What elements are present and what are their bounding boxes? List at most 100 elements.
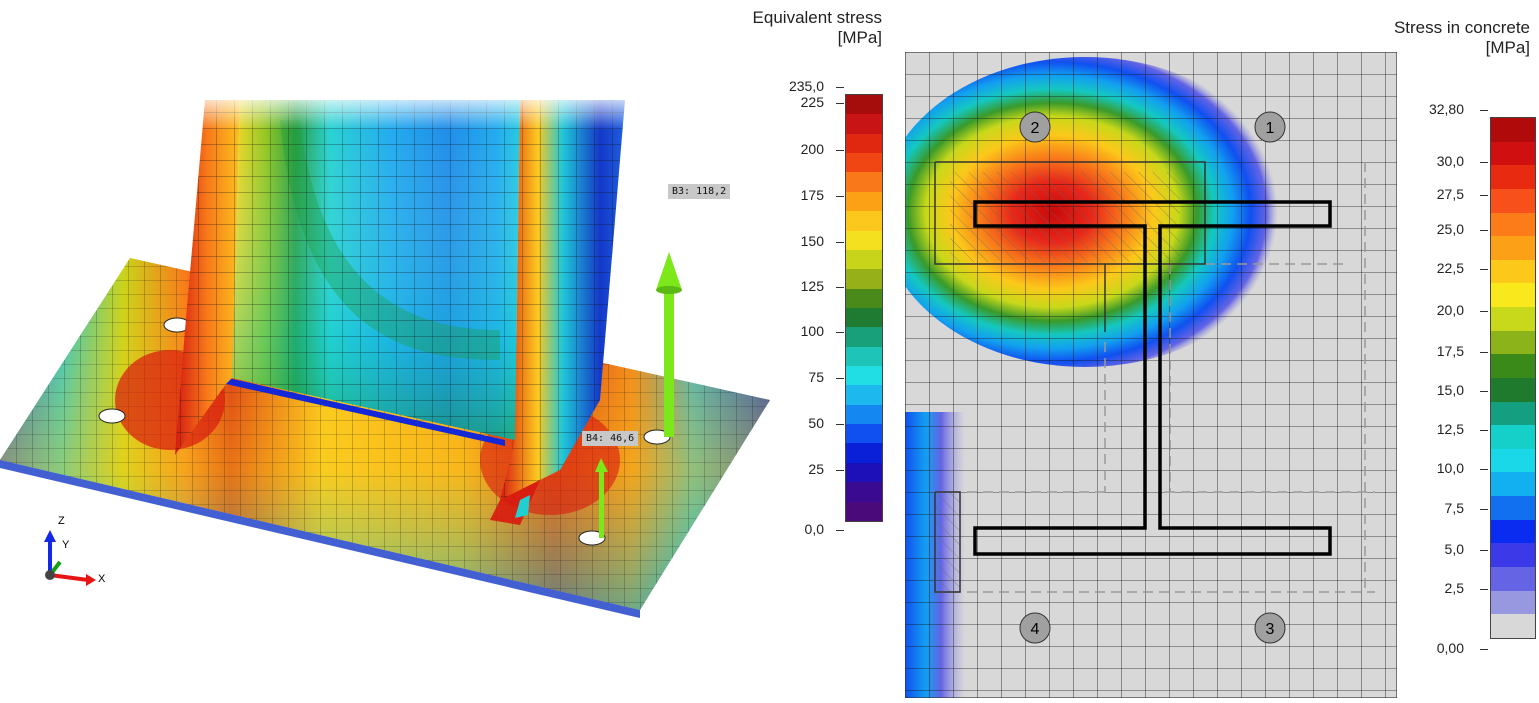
legend-color-swatch (1491, 259, 1535, 284)
legend-color-swatch (846, 462, 882, 483)
axis-y-label: Y (62, 539, 70, 551)
legend-color-swatch (846, 424, 882, 444)
legend-color-swatch (846, 404, 882, 425)
legend-tick-label: 27,5 (1436, 186, 1464, 202)
coordinate-axes: Z Y X (44, 515, 106, 586)
column-i-section (973, 200, 1332, 556)
legend-tick-mark (1480, 195, 1488, 196)
bolt-1-label: 1 (1266, 120, 1275, 137)
legend-tick-mark (836, 332, 844, 333)
bolt-force-arrow-b4 (595, 458, 608, 538)
legend-tick-label: 25 (808, 461, 824, 477)
legend-tick-mark (836, 530, 844, 531)
concrete-stress-view[interactable]: 1 2 3 4 (880, 51, 1398, 699)
legend-color-swatch (1491, 448, 1535, 473)
legend-tick-label: 17,5 (1436, 343, 1464, 359)
legend-tick-label: 30,0 (1436, 153, 1464, 169)
legend-color-swatch (846, 153, 882, 173)
legend-tick-mark (1480, 391, 1488, 392)
legend-tick-mark (836, 87, 844, 88)
legend-color-swatch (846, 211, 882, 231)
legend-tick-mark (836, 150, 844, 151)
legend-color-swatch (1491, 330, 1535, 355)
legend-unit: [MPa] (1485, 38, 1530, 57)
bolt-3-label: 3 (1266, 621, 1275, 638)
legend-color-swatch (1491, 236, 1535, 260)
legend-tick-label: 200 (800, 141, 824, 157)
legend-color-swatch (846, 501, 882, 521)
legend-title: Equivalent stress (752, 8, 882, 27)
column-right-flange (490, 100, 625, 525)
legend-color-swatch (846, 269, 882, 289)
bolt-hole (98, 408, 126, 424)
bolt-force-arrow-b3 (656, 252, 682, 437)
legend-color-swatch (1491, 165, 1535, 189)
legend-tick-mark (1480, 469, 1488, 470)
legend-color-swatch (846, 307, 882, 328)
legend-color-swatch (846, 443, 882, 463)
concrete-mesh-canvas[interactable]: 1 2 3 4 (880, 51, 1398, 699)
legend-tick-mark (836, 287, 844, 288)
legend-tick-mark (1480, 649, 1488, 650)
legend-tick-mark (836, 103, 844, 104)
legend-color-swatch (846, 327, 882, 347)
legend-color-swatch (1491, 401, 1535, 426)
axis-z-label: Z (58, 515, 65, 527)
legend-tick-mark (1480, 550, 1488, 551)
legend-tick-label: 12,5 (1436, 421, 1464, 437)
legend-color-swatch (846, 114, 882, 134)
weld-strip (226, 378, 505, 446)
bolt-4-label: 4 (1031, 621, 1040, 638)
legend-color-swatch (1491, 472, 1535, 496)
legend-color-swatch (1491, 496, 1535, 520)
legend-color-swatch (846, 249, 882, 270)
legend-tick-label: 0,0 (804, 521, 824, 537)
legend-color-swatch (1491, 141, 1535, 166)
legend-tick-label: 7,5 (1444, 500, 1464, 516)
legend-tick-mark (1480, 269, 1488, 270)
bolt-b4-callout: B4: 46,6 (582, 431, 639, 446)
legend-tick-mark (1480, 430, 1488, 431)
legend-tick-label: 0,00 (1436, 640, 1464, 656)
bolt-2-label: 2 (1031, 120, 1040, 137)
legend-tick-mark (1480, 589, 1488, 590)
legend-color-swatch (1491, 283, 1535, 307)
legend-tick-mark (1480, 311, 1488, 312)
legend-color-swatch (1491, 118, 1535, 142)
bolt-marker-4: 4 (1019, 612, 1051, 644)
legend-color-swatch (846, 482, 882, 502)
legend-color-swatch (846, 230, 882, 250)
legend-color-swatch (1491, 425, 1535, 449)
legend-tick-mark (836, 424, 844, 425)
legend-color-swatch (1491, 354, 1535, 378)
legend-color-swatch (846, 366, 882, 386)
legend-tick-label: 50 (808, 415, 824, 431)
legend-color-swatch (846, 385, 882, 405)
legend-unit: [MPa] (837, 28, 882, 47)
legend-tick-label: 2,5 (1444, 580, 1464, 596)
legend-color-swatch (1491, 590, 1535, 615)
legend-tick-label: 75 (808, 369, 824, 385)
legend-color-swatch (1491, 519, 1535, 544)
fem-model-canvas[interactable]: Z Y X (0, 0, 800, 698)
legend-tick-label: 32,80 (1428, 101, 1464, 117)
bolt-marker-3: 3 (1254, 612, 1286, 644)
column-left-flange (175, 100, 240, 455)
legend-tick-mark (836, 470, 844, 471)
bolt-b3-callout: B3: 118,2 (668, 184, 731, 199)
bolt-marker-1: 1 (1254, 111, 1286, 143)
legend-tick-label: 100 (800, 323, 824, 339)
legend-color-swatch (846, 133, 882, 154)
legend-tick-mark (1480, 110, 1488, 111)
legend-color-swatch (846, 288, 882, 308)
axis-x-label: X (98, 573, 106, 585)
equivalent-stress-view[interactable]: Z Y X B3: 118,2 B4: 46,6 (0, 0, 800, 698)
legend-tick-mark (836, 196, 844, 197)
legend-color-swatch (1491, 614, 1535, 638)
column-web (232, 100, 520, 440)
legend-title: Stress in concrete (1393, 18, 1530, 37)
legend-tick-mark (1480, 509, 1488, 510)
legend-color-swatch (1491, 377, 1535, 402)
legend-tick-label: 125 (800, 278, 824, 294)
legend-color-bar (845, 94, 883, 522)
